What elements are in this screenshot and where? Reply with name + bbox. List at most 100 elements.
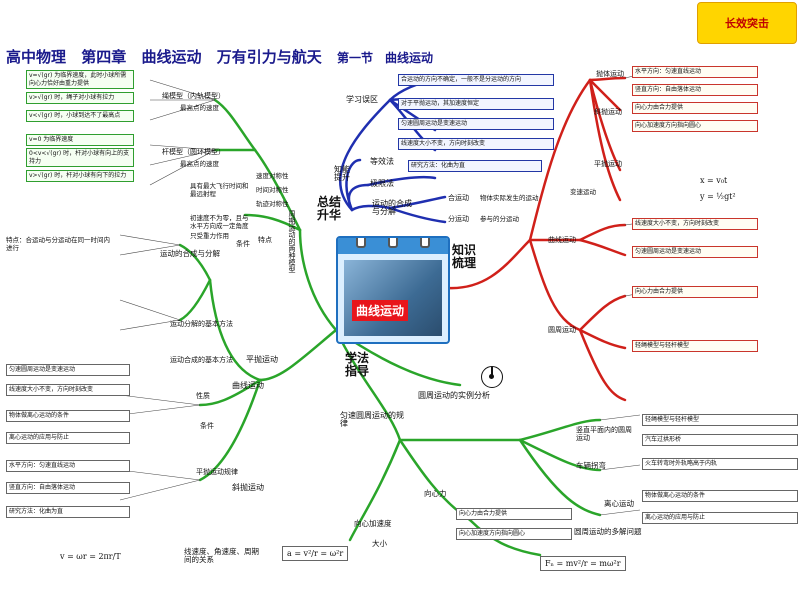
box-right-5: 离心运动的应用与防止 [642,512,798,524]
node-actual-motion: 物体实际发生的运动 [480,194,539,202]
node-learning-mistakes: 学习误区 [346,95,378,104]
page-title: 高中物理 第四章 曲线运动 万有引力与航天 第一节 曲线运动 [6,46,443,67]
hub-method: 学法 指导 [345,352,369,378]
node-centrifugal: 离心运动 [604,499,634,508]
node-composition: 运动的合成 与分解 [372,199,412,216]
node-variable-speed: 变速运动 [570,188,596,196]
box-green-5: 0<v<√(gr) 时，杆对小球有向上的支持力 [26,148,134,167]
hub-summary-text: 总结 升华 [317,195,342,222]
title-topic-1: 曲线运动 [141,48,202,66]
node-centripetal-acceleration: 向心加速度 [354,519,392,528]
hub-method-text: 学法 指导 [345,351,370,378]
brand-badge: 长效突击 [697,2,797,44]
box-green-6: v>√(gr) 时，杆对小球有向下的拉力 [26,170,134,182]
box-red-5: 线速度大小不变，方向时刻改变 [632,218,758,230]
box-green-2: v>√(gr) 时，绳子对小球有拉力 [26,92,134,104]
box-mistake-2: 对于平抛运动，其加速度恒定 [398,98,554,110]
node-limit-method: 极限法 [370,179,394,188]
box-red-4: 向心加速度方向指向圆心 [632,120,758,132]
node-circular-motion: 圆周运动 [548,326,576,334]
box-left-6: 竖直方向：自由落体运动 [6,482,130,494]
green-branches [178,98,602,557]
box-right-1: 轻绳模型与轻杆模型 [642,414,798,426]
node-composition-feature: 特点：合运动与分运动在同一时间内进行 [6,236,110,252]
node-component-motion: 分运动 [448,215,469,223]
node-nature: 性质 [196,392,210,400]
box-green-4: v=0 为临界速度 [26,134,134,146]
formula-acceleration: a = v²/r = ω²r [282,546,349,561]
box-right-2: 汽车过拱形桥 [642,434,798,446]
node-component-motions: 参与的分运动 [480,215,519,223]
node-rod-model: 杆模型（圆环模型） [162,148,225,156]
node-horizontal-projectile: 平抛运动 [594,160,622,168]
node-conditions: 条件 [236,240,250,248]
box-red-6: 匀速圆周运动是变速运动 [632,246,758,258]
node-features: 特点 [258,236,272,244]
node-magnitude: 大小 [372,539,387,548]
node-equivalence-method: 等效法 [370,157,394,166]
title-chapter: 第四章 [81,48,127,66]
calendar-ring [388,238,398,248]
center-photo [344,260,442,336]
box-green-1: v=√(gr) 为临界速度，此时小球所需向心力恰好由重力提供 [26,70,134,89]
center-dot [489,374,494,379]
node-oblique-throw: 斜抛运动 [232,483,264,492]
hub-summary: 总结 升华 [317,196,341,222]
node-resultant-motion: 合运动 [448,194,469,202]
node-max-flight: 具有最大飞行时间和最远射程 [190,182,249,198]
box-left-5: 水平方向：匀速直线运动 [6,460,130,472]
box-left-2: 线速度大小不变，方向时刻改变 [6,384,130,396]
box-left-1: 匀速圆周运动是变速运动 [6,364,130,376]
node-oblique-condition: 初速度不为零，且与水平方向成一定角度 [190,214,249,230]
node-ability-improvement: 知能 提升 [334,165,350,182]
formula-force: Fₙ = mv²/r = mω²r [540,556,626,571]
box-mistake-1: 合运动的方向不确定，一般不是分运动的方向 [398,74,554,86]
box-red-2: 竖直方向：自由落体运动 [632,84,758,96]
box-mistake-4: 线速度大小不变，方向时刻改变 [398,138,554,150]
node-time-symmetry: 时间对称性 [256,186,289,194]
box-left-7: 研究方法：化曲为直 [6,506,130,518]
node-projectile: 抛体运动 [596,70,624,78]
radius-line [491,367,493,377]
node-two-models: 周期运动的两种模型 [288,210,296,273]
box-mid-2: 向心加速度方向指向圆心 [456,528,572,540]
circular-motion-icon [481,366,503,388]
red-branches [446,76,627,402]
center-label: 曲线运动 [352,300,409,321]
box-left-3: 物体做离心运动的条件 [6,410,130,422]
node-curved-motion: 曲线运动 [232,381,264,390]
node-speed-symmetry: 速度对称性 [256,172,289,180]
node-centripetal-force: 向心力 [424,489,447,498]
node-rope-model: 绳模型（内轨模型） [162,92,225,100]
box-red-7: 向心力由合力提供 [632,286,758,298]
box-equivalence: 研究方法：化曲为直 [408,160,542,172]
formula-horizontal: x = v₀t [700,176,728,185]
box-mid-1: 向心力由合力提供 [456,508,572,520]
title-section: 第一节 曲线运动 [337,51,434,65]
node-top-speed-2: 最高点的速度 [180,160,219,168]
node-horizontal-throw: 平抛运动 [246,355,278,364]
thin-connectors [119,69,661,516]
node-oblique-projectile: 斜抛运动 [594,108,622,116]
node-decomposition-method: 运动分解的基本方法 [170,320,233,328]
node-vehicle-turning: 车辆拐弯 [576,461,606,470]
hub-knowledge-text: 知识 梳理 [452,243,477,270]
node-gravity-only: 只受重力作用 [190,232,229,240]
hub-knowledge: 知识 梳理 [452,244,476,270]
title-topic-2: 万有引力与航天 [216,48,322,66]
node-composition-decomposition: 运动的合成与分解 [160,249,220,258]
node-velocity-relations: 线速度、角速度、周期间的关系 [184,547,259,564]
title-subject: 高中物理 [6,48,67,66]
node-circular-examples: 圆周运动的实例分析 [418,391,490,400]
node-multi-solution: 圆周运动的多解问题 [574,527,642,536]
box-green-3: v<√(gr) 时，小球到达不了最高点 [26,110,134,122]
box-red-3: 向心力由合力提供 [632,102,758,114]
box-red-1: 水平方向：匀速直线运动 [632,66,758,78]
node-path-symmetry: 轨迹对称性 [256,200,289,208]
box-right-4: 物体做离心运动的条件 [642,490,798,502]
node-throw-rules: 平抛运动规律 [196,468,238,476]
calendar-ring [356,238,366,248]
calendar-ring [420,238,430,248]
node-top-speed: 最高点的速度 [180,104,219,112]
